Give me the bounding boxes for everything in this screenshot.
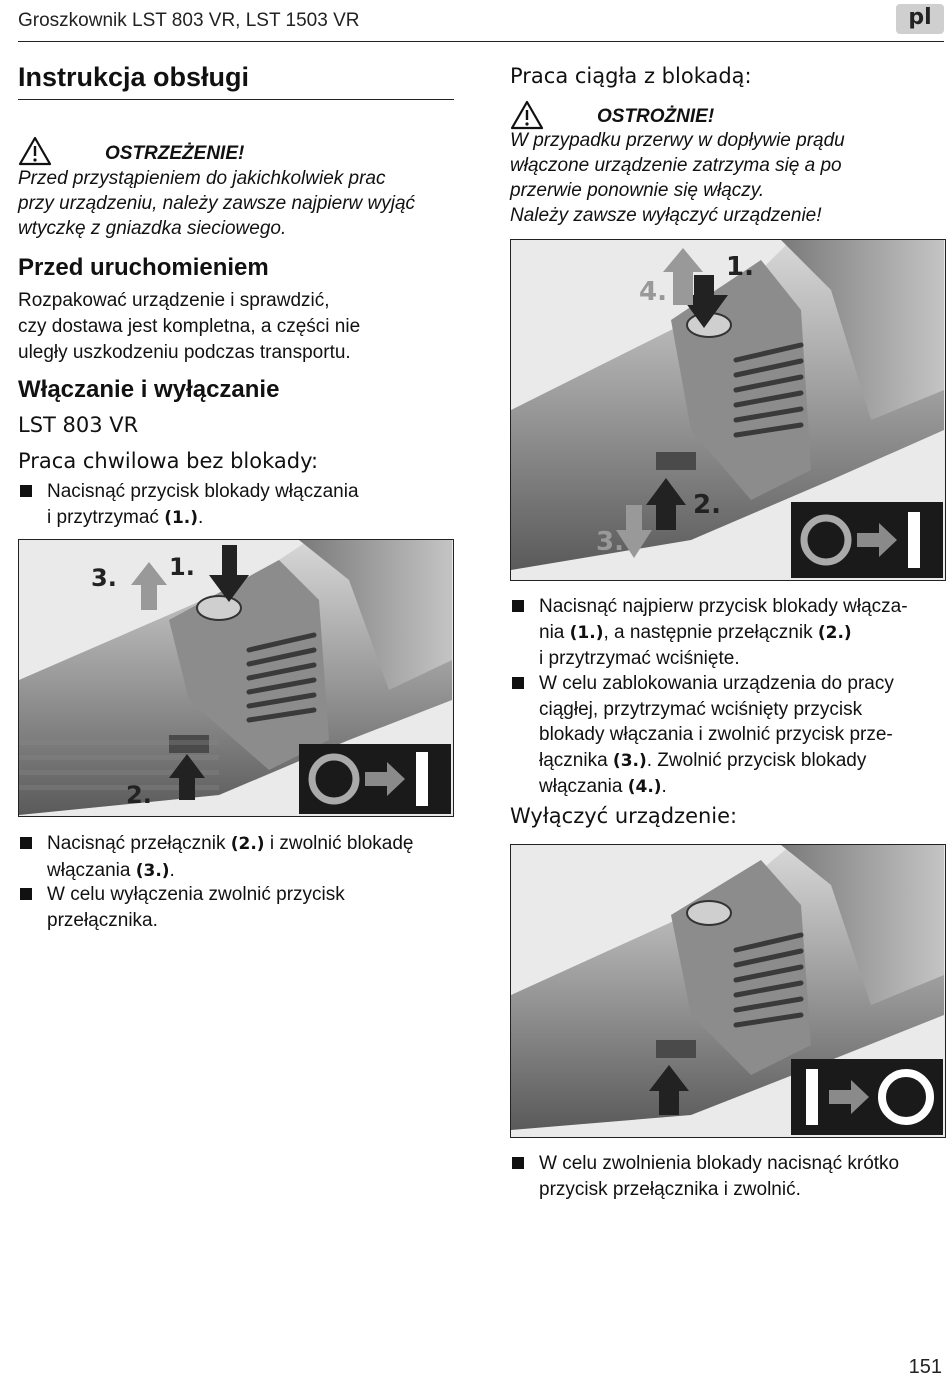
- bullet-text: blokady włączania i zwolnić przycisk prz…: [539, 724, 893, 745]
- figure1-label-2: 2.: [126, 781, 152, 809]
- bullet-text: i przytrzymać wciśnięte.: [539, 648, 740, 669]
- warning-icon: [18, 136, 52, 166]
- text-line: uległy uszkodzeniu podczas transportu.: [18, 342, 351, 363]
- figure-switch-off: [510, 844, 946, 1138]
- caution-icon: [510, 100, 544, 130]
- page-number: 151: [908, 1356, 942, 1378]
- subsection-continuous: Praca ciągła z blokadą:: [510, 64, 752, 88]
- bullet-text: nia: [539, 621, 570, 643]
- bullet-text: Nacisnąć przełącznik: [47, 833, 231, 854]
- bullet-text: , a następnie przełącznik: [603, 621, 818, 643]
- bullet-text: Nacisnąć przycisk blokady włączania: [47, 481, 359, 502]
- figure1-label-3: 3.: [91, 564, 117, 592]
- caution-text: W przypadku przerwy w dopływie prądu włą…: [510, 128, 950, 228]
- bullet-text: .: [169, 859, 175, 881]
- caution-heading: OSTROŻNIE!: [597, 106, 715, 127]
- figure-continuous-operation: 1. 4. 2. 3.: [510, 239, 946, 581]
- figure2-label-3: 3.: [596, 527, 624, 557]
- subsection-momentary: Praca chwilowa bez blokady:: [18, 449, 319, 473]
- subsection-switch-off: Wyłączyć urządzenie:: [510, 804, 738, 828]
- figure2-label-1: 1.: [726, 252, 754, 282]
- warning-text: Przed przystąpieniem do jakichkolwiek pr…: [18, 166, 458, 241]
- before-start-text: Rozpakować urządzenie i sprawdzić, czy d…: [18, 288, 454, 366]
- warning-line: Przed przystąpieniem do jakichkolwiek pr…: [18, 168, 386, 189]
- bullet-text: i zwolnić blokadę: [264, 833, 414, 854]
- bullet-text: ciągłej, przytrzymać wciśnięty przycisk: [539, 698, 863, 720]
- bullet-text: i przytrzymać: [47, 506, 165, 528]
- bullet-text: przełącznika.: [47, 909, 158, 931]
- figure2-label-2: 2.: [693, 490, 721, 520]
- bullet-text: przycisk przełącznika i zwolnić.: [539, 1178, 801, 1200]
- warning-heading: OSTRZEŻENIE!: [105, 143, 245, 164]
- section-title-instructions: Instrukcja obsługi: [18, 62, 250, 92]
- tool-illustration: [511, 845, 944, 1136]
- text-line: Rozpakować urządzenie i sprawdzić,: [18, 290, 330, 311]
- section-title-before-start: Przed uruchomieniem: [18, 254, 269, 281]
- step-ref: (3.): [612, 750, 647, 771]
- step-ref: (1.): [164, 507, 199, 528]
- title-divider: [18, 99, 454, 100]
- instruction-bullet: Nacisnąć przełącznik (2.) i zwolnić blok…: [18, 831, 458, 884]
- bullet-text: łącznika: [539, 749, 613, 771]
- text-line: czy dostawa jest kompletna, a części nie: [18, 316, 361, 337]
- instruction-bullet: Nacisnąć najpierw przycisk blokady włącz…: [510, 594, 950, 672]
- tool-illustration: 1. 4. 2. 3.: [511, 240, 944, 579]
- step-ref: (2.): [817, 622, 852, 643]
- bullet-text: W celu zablokowania urządzenia do pracy: [539, 673, 894, 694]
- step-ref: (2.): [230, 834, 265, 854]
- instruction-bullet: Nacisnąć przycisk blokady włączania i pr…: [18, 479, 458, 531]
- instruction-bullet: W celu zwolnienia blokady nacisnąć krótk…: [510, 1151, 950, 1202]
- bullet-text: .: [198, 506, 204, 528]
- bullet-text: . Zwolnić przycisk blokady: [646, 749, 867, 771]
- caution-line: włączone urządzenie zatrzyma się a po: [510, 155, 842, 176]
- figure-momentary-operation: 3. 1. 2.: [18, 539, 454, 817]
- caution-line: W przypadku przerwy w dopływie prądu: [510, 130, 845, 151]
- caution-line: Należy zawsze wyłączyć urządzenie!: [510, 205, 822, 226]
- language-badge: pl: [896, 4, 944, 34]
- tool-illustration: 3. 1. 2.: [19, 540, 452, 815]
- bullet-text: włączania: [539, 776, 628, 797]
- bullet-text: Nacisnąć najpierw przycisk blokady włącz…: [539, 596, 908, 617]
- step-ref: (1.): [569, 622, 604, 643]
- step-ref: (3.): [135, 860, 170, 881]
- instruction-bullet: W celu zablokowania urządzenia do pracy …: [510, 671, 950, 801]
- bullet-text: W celu wyłączenia zwolnić przycisk: [47, 884, 345, 905]
- bullet-text: W celu zwolnienia blokady nacisnąć krótk…: [539, 1153, 900, 1174]
- model-label: LST 803 VR: [18, 413, 139, 437]
- figure2-label-4: 4.: [639, 277, 667, 307]
- document-title: Groszkownik LST 803 VR, LST 1503 VR: [18, 10, 360, 31]
- figure1-label-1: 1.: [169, 553, 195, 581]
- warning-line: wtyczkę z gniazdka sieciowego.: [18, 218, 287, 239]
- page-header: Groszkownik LST 803 VR, LST 1503 VR pl: [18, 0, 944, 42]
- step-ref: (4.): [627, 777, 662, 797]
- caution-line: przerwie ponownie się włączy.: [510, 180, 765, 201]
- bullet-text: .: [661, 776, 667, 797]
- warning-line: przy urządzeniu, należy zawsze najpierw …: [18, 193, 416, 214]
- bullet-text: włączania: [47, 859, 136, 881]
- section-title-on-off: Włączanie i wyłączanie: [18, 376, 280, 403]
- instruction-bullet: W celu wyłączenia zwolnić przycisk przeł…: [18, 882, 458, 933]
